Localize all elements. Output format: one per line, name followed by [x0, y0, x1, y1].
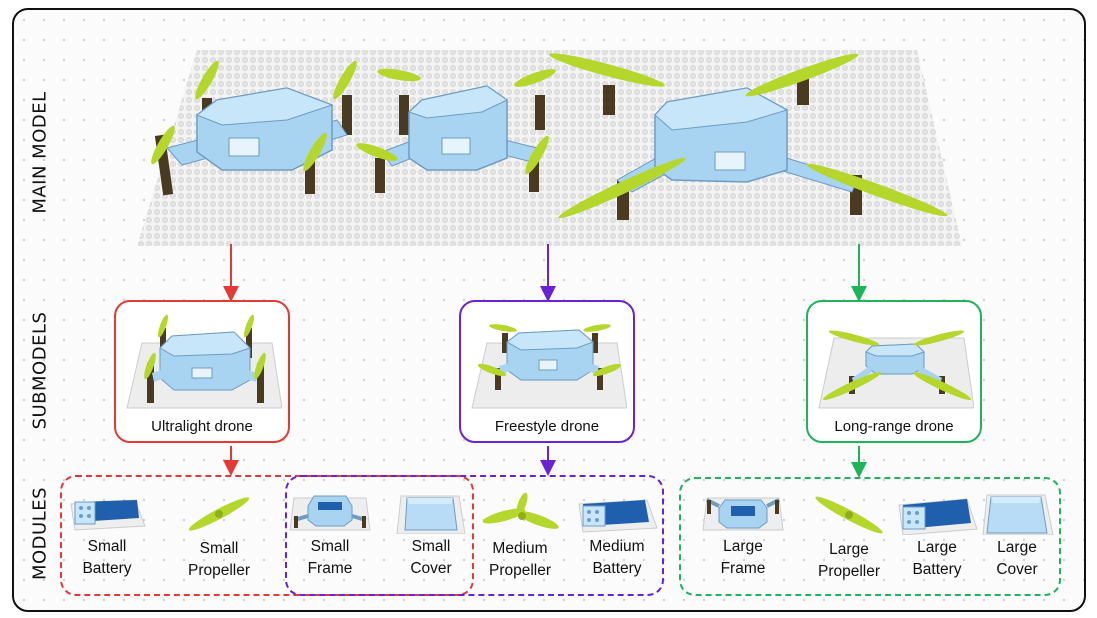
submodel-ultralight: Ultralight drone — [114, 300, 290, 443]
submodel-long-range: Long-range drone — [806, 300, 982, 443]
medium-propeller-icon — [482, 492, 559, 529]
small-cover-icon — [396, 495, 466, 534]
module-label-line1: Medium — [492, 540, 548, 557]
module-label-line2: Cover — [996, 561, 1038, 578]
module-label-line2: Cover — [410, 560, 452, 577]
module-label-line2: Propeller — [817, 563, 881, 580]
ultralight-modules-group — [60, 475, 474, 596]
long-range-modules-group — [679, 477, 1061, 596]
module-label-line2: Frame — [307, 560, 353, 577]
main-model-illustration — [137, 50, 962, 246]
long-range-drone-icon — [818, 330, 974, 409]
module-label-line2: Battery — [592, 560, 642, 577]
module-label-line2: Propeller — [187, 562, 251, 579]
module-label-line1: Small — [310, 538, 350, 555]
submodel-label-ultralight: Ultralight drone — [151, 418, 253, 435]
module-label-line1: Large — [723, 538, 763, 555]
ultralight-drone-model — [151, 60, 357, 196]
large-frame-icon — [702, 497, 784, 531]
module-label-line1: Large — [917, 539, 957, 556]
large-cover-icon — [982, 494, 1054, 535]
medium-battery-icon — [578, 499, 658, 533]
long-range-drone-model — [549, 53, 948, 220]
module-label-line1: Small — [411, 538, 451, 555]
small-frame-icon — [289, 495, 371, 531]
large-battery-icon — [898, 498, 978, 535]
large-propeller-icon — [815, 496, 883, 534]
small-battery-icon — [70, 499, 146, 531]
module-label-line2: Battery — [82, 560, 132, 577]
submodel-label-long-range: Long-range drone — [834, 418, 954, 435]
freestyle-drone-icon — [471, 324, 627, 409]
submodel-label-freestyle: Freestyle drone — [494, 418, 600, 435]
module-label-line2: Battery — [912, 561, 962, 578]
module-label-line2: Propeller — [488, 562, 552, 579]
module-label-line1: Small — [87, 538, 127, 555]
submodel-freestyle: Freestyle drone — [459, 300, 635, 443]
module-label-line1: Medium — [589, 538, 645, 555]
module-label-line1: Large — [829, 541, 869, 558]
small-propeller-icon — [188, 497, 250, 531]
module-label-line1: Small — [199, 540, 239, 557]
freestyle-drone-model — [356, 68, 556, 193]
freestyle-modules-group — [285, 475, 664, 596]
ultralight-drone-icon — [126, 314, 282, 409]
module-label-line2: Frame — [720, 560, 766, 577]
module-label-line1: Large — [997, 539, 1037, 556]
